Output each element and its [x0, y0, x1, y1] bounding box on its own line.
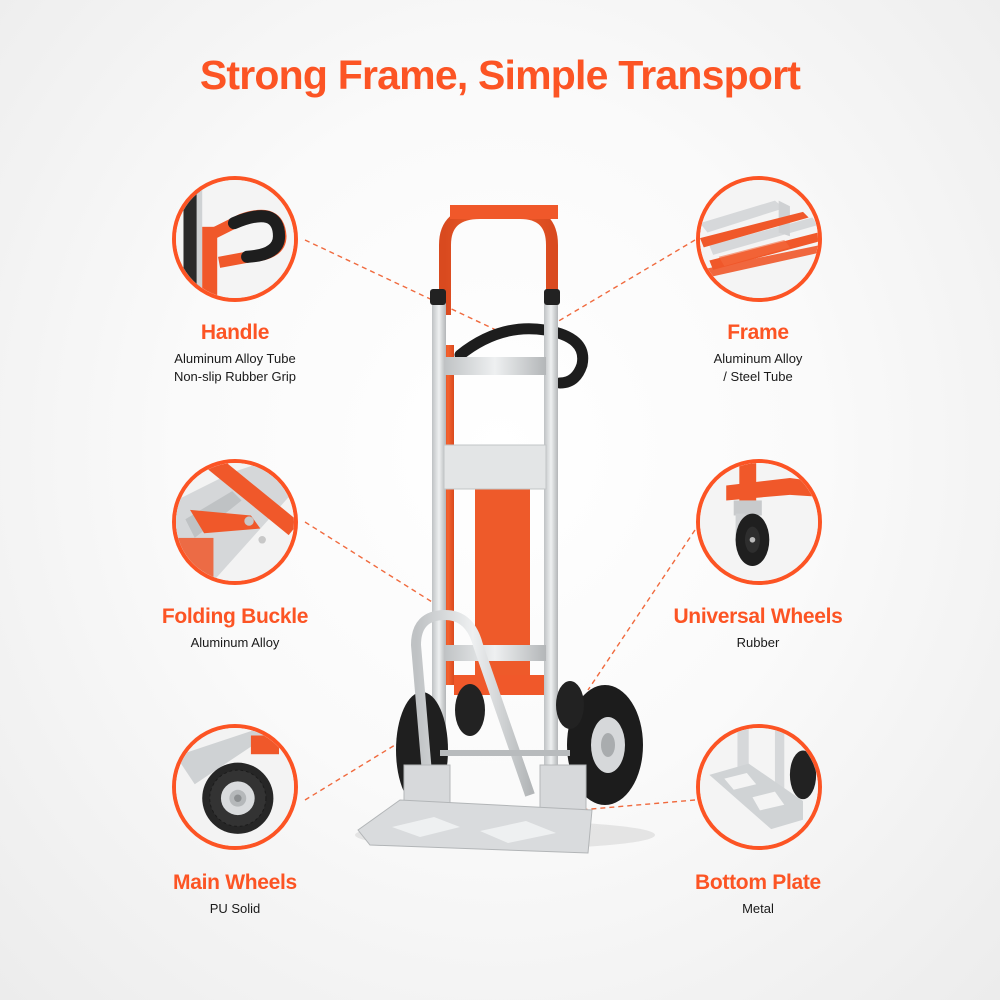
handle-icon: [176, 180, 294, 298]
main-wheel-icon: [176, 728, 294, 846]
handle-closeup-image: [172, 176, 298, 302]
feature-desc-line: PU Solid: [209, 901, 261, 916]
feature-desc-line: Aluminum Alloy Tube: [174, 351, 296, 366]
feature-bottom-plate: Bottom Plate Metal: [658, 870, 858, 918]
page-title: Strong Frame, Simple Transport: [199, 52, 801, 98]
feature-name: Bottom Plate: [695, 871, 821, 894]
feature-desc: Aluminum Alloy: [135, 634, 335, 652]
feature-desc-line: / Steel Tube: [723, 369, 793, 384]
caster-wheel-icon: [700, 463, 818, 581]
caster-wheel-closeup-image: [696, 459, 822, 585]
folding-buckle-icon: [176, 463, 294, 581]
feature-desc-line: Non-slip Rubber Grip: [173, 369, 297, 384]
feature-desc-line: Rubber: [736, 635, 780, 650]
feature-name: Folding Buckle: [161, 605, 309, 628]
feature-name: Handle: [200, 321, 270, 344]
bottom-plate-closeup-image: [696, 724, 822, 850]
folding-buckle-closeup-image: [172, 459, 298, 585]
feature-desc-line: Aluminum Alloy: [190, 635, 280, 650]
hand-truck-image: [355, 205, 655, 854]
feature-folding-buckle: Folding Buckle Aluminum Alloy: [135, 604, 335, 652]
feature-desc: PU Solid: [135, 900, 335, 918]
main-wheel-closeup-image: [172, 724, 298, 850]
frame-icon: [700, 180, 818, 298]
frame-closeup-image: [696, 176, 822, 302]
feature-desc: Aluminum Alloy Tube Non-slip Rubber Grip: [135, 350, 335, 386]
feature-desc: Rubber: [658, 634, 858, 652]
feature-handle: Handle Aluminum Alloy Tube Non-slip Rubb…: [135, 320, 335, 386]
feature-universal-wheels: Universal Wheels Rubber: [658, 604, 858, 652]
feature-desc: Metal: [658, 900, 858, 918]
feature-name: Main Wheels: [173, 871, 297, 894]
feature-name: Frame: [727, 321, 789, 344]
feature-main-wheels: Main Wheels PU Solid: [135, 870, 335, 918]
feature-name: Universal Wheels: [673, 605, 843, 628]
feature-frame: Frame Aluminum Alloy / Steel Tube: [658, 320, 858, 386]
feature-desc-line: Aluminum Alloy: [713, 351, 803, 366]
feature-desc-line: Metal: [742, 901, 774, 916]
bottom-plate-icon: [700, 728, 818, 846]
feature-desc: Aluminum Alloy / Steel Tube: [658, 350, 858, 386]
